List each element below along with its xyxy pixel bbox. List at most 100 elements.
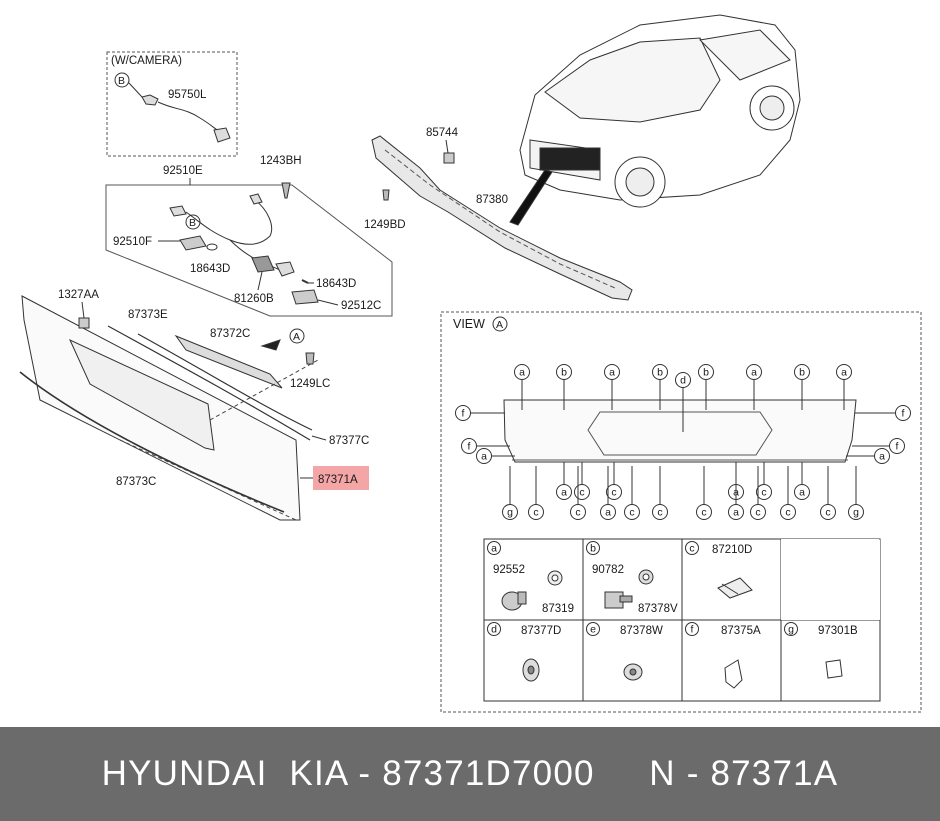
lamp-harness-illustration: [169, 193, 295, 277]
marker-b-circle: [114, 72, 130, 88]
view-a-frame: VIEW A: [440, 311, 922, 713]
svg-text:a: a: [605, 507, 611, 519]
svg-text:b: b: [703, 367, 709, 379]
view-title: VIEW: [453, 317, 485, 331]
view-callout-right-2: a: [846, 448, 890, 464]
label-87373C: 87373C: [116, 476, 156, 488]
svg-text:c: c: [533, 507, 538, 519]
svg-text:b: b: [657, 367, 663, 379]
marker-a-circle: [289, 328, 305, 344]
label-87380: 87380: [476, 194, 508, 206]
legend-part-label: 92552: [493, 564, 525, 576]
marker-b-label: B: [118, 75, 125, 87]
svg-text:a: a: [841, 367, 847, 379]
svg-text:g: g: [853, 507, 859, 519]
view-callout-mid-1: c: [574, 462, 590, 500]
svg-text:c: c: [611, 487, 616, 499]
rear-beam-87380: 85744 87380 1249BD: [364, 127, 633, 301]
svg-text:f: f: [462, 408, 465, 420]
view-callout-bottom-6: c: [696, 466, 712, 520]
legend-part-label: 87378W: [620, 625, 663, 637]
parts-diagram: (W/CAMERA) B 95750L 92510E B: [19, 14, 922, 713]
legend-part-label: 97301B: [818, 625, 858, 637]
view-callout-bottom-9: c: [780, 466, 796, 520]
view-callout-bottom-5: c: [652, 466, 668, 520]
svg-text:a: a: [491, 543, 497, 555]
svg-text:c: c: [825, 507, 830, 519]
svg-text:a: a: [799, 487, 805, 499]
view-callout-bottom-4: c: [624, 466, 640, 520]
svg-text:c: c: [629, 507, 634, 519]
label-1243BH: 1243BH: [260, 155, 302, 167]
tailgate-garnish-illustration: [19, 295, 319, 521]
svg-text:g: g: [788, 624, 794, 636]
view-callout-top-3: b: [652, 364, 668, 410]
view-callout-right-1: f: [852, 438, 905, 454]
svg-text:f: f: [468, 441, 471, 453]
svg-text:c: c: [785, 507, 790, 519]
legend-part-label: 87319: [542, 603, 574, 615]
svg-text:c: c: [657, 507, 662, 519]
view-callout-top-0: a: [514, 364, 530, 410]
svg-text:f: f: [896, 441, 899, 453]
legend-part-label: 90782: [592, 564, 624, 576]
bolt-1243BH: 1243BH: [260, 155, 302, 199]
label-92510F: 92510F: [113, 236, 152, 248]
svg-text:c: c: [755, 507, 760, 519]
legend-cell-a: a 92552 87319: [487, 541, 574, 615]
svg-text:b: b: [561, 367, 567, 379]
view-callout-left-0: f: [455, 405, 505, 421]
label-1249LC: 1249LC: [290, 378, 330, 390]
label-18643D-b: 18643D: [316, 278, 356, 290]
vehicle-garnish-highlight: [539, 147, 601, 171]
label-87372C: 87372C: [210, 328, 250, 340]
legend-part-label: 87377D: [521, 625, 561, 637]
legend-part-label: 87375A: [721, 625, 761, 637]
camera-box: (W/CAMERA) B 95750L: [106, 51, 238, 157]
label-1249BD: 1249BD: [364, 219, 406, 231]
vehicle-rear-illustration: [509, 14, 801, 226]
view-callout-bottom-2: c: [570, 466, 586, 520]
marker-b-label-2: B: [189, 217, 196, 229]
view-callout-mid-2: c: [606, 462, 622, 500]
svg-text:g: g: [507, 507, 513, 519]
legend-table: [483, 538, 881, 702]
view-a-callouts: ababbabadffaffaaccacagccacccacccg: [455, 364, 911, 520]
view-callout-mid-4: c: [756, 462, 772, 500]
view-callout-bottom-11: g: [848, 466, 864, 520]
view-callout-top-7: a: [836, 364, 852, 410]
view-callout-left-2: a: [476, 448, 515, 464]
view-callout-top-2: a: [604, 364, 620, 410]
view-callout-bottom-0: g: [502, 466, 518, 520]
label-18643D-a: 18643D: [190, 263, 230, 275]
svg-text:c: c: [761, 487, 766, 499]
svg-text:f: f: [691, 624, 694, 636]
view-callout-bottom-7: a: [728, 466, 744, 520]
svg-text:a: a: [751, 367, 757, 379]
svg-text:b: b: [799, 367, 805, 379]
view-callout-left-1: f: [461, 438, 510, 454]
svg-text:c: c: [701, 507, 706, 519]
legend-cell-f: f 87375A: [685, 622, 761, 637]
view-callout-right-0: f: [855, 405, 911, 421]
view-callout-mid-0: a: [556, 462, 572, 500]
legend-part-label: 87210D: [712, 544, 752, 556]
svg-text:f: f: [902, 408, 905, 420]
svg-text:c: c: [579, 487, 584, 499]
view-callout-bottom-1: c: [528, 466, 544, 520]
legend-cell-g: g 97301B: [784, 622, 858, 637]
svg-text:c: c: [575, 507, 580, 519]
svg-text:a: a: [561, 487, 567, 499]
svg-text:a: a: [481, 451, 487, 463]
license-lamp-illustration: [179, 235, 319, 305]
clip-85744: [443, 152, 455, 164]
label-81260B: 81260B: [234, 293, 274, 305]
legend-illustrations: [501, 569, 843, 689]
svg-text:c: c: [689, 543, 694, 555]
label-95750L: 95750L: [168, 89, 207, 101]
highlight-87371A: [313, 466, 369, 490]
svg-text:a: a: [609, 367, 615, 379]
view-callout-bottom-8: c: [750, 466, 766, 520]
